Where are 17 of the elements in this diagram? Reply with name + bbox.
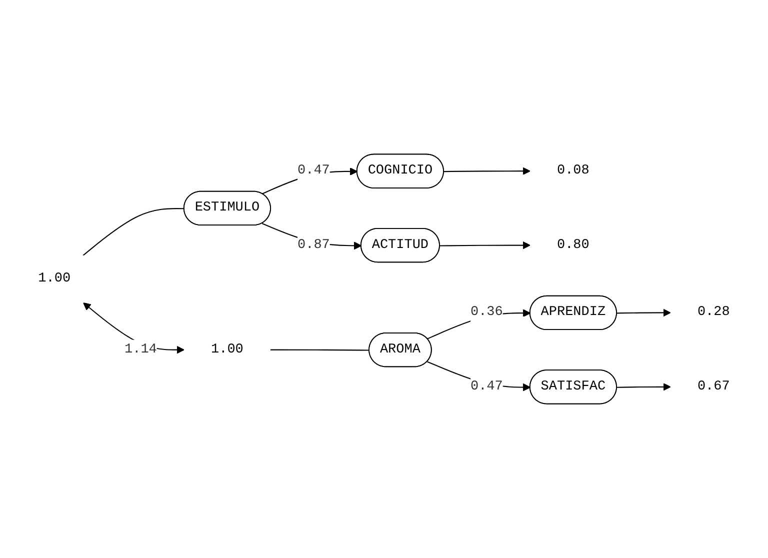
- node-text: 1.00: [38, 270, 71, 286]
- edge-label: 0.36: [470, 304, 503, 320]
- node-text: 0.67: [697, 378, 730, 394]
- edge-label: 1.14: [124, 341, 157, 357]
- arrow: [616, 382, 671, 391]
- arrow: [440, 241, 530, 250]
- arrow: [444, 167, 530, 176]
- node-text: 0.80: [556, 236, 590, 252]
- edge-label: 0.47: [298, 162, 330, 178]
- edge-label: 0.47: [470, 378, 503, 394]
- node-text: 0.08: [556, 162, 590, 178]
- node-text: 0.28: [697, 304, 730, 320]
- connector: [270, 349, 370, 351]
- edge-label: 0.87: [298, 236, 330, 252]
- arrow: [616, 308, 671, 317]
- connector: [82, 208, 184, 256]
- node-text: 1.00: [211, 341, 244, 357]
